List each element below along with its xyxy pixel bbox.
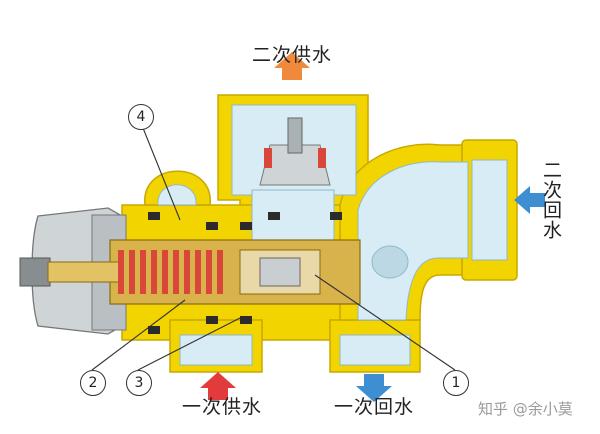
- spring-coil: [206, 250, 212, 294]
- secondary-return-label: 二次回水: [540, 160, 562, 240]
- spring-coil: [162, 250, 168, 294]
- leader-lines: [91, 127, 456, 371]
- o-ring: [148, 212, 160, 220]
- arrow-up-primary-supply: [200, 372, 236, 400]
- spring-coil: [140, 250, 146, 294]
- callout-1: 1: [443, 370, 469, 396]
- spring-coil: [195, 250, 201, 294]
- arrow-left-secondary-return: [514, 186, 545, 214]
- arrow-down-primary-return: [356, 374, 392, 402]
- spring-coil: [129, 250, 135, 294]
- primary-return-label: 一次回水: [334, 396, 415, 418]
- o-ring: [240, 222, 252, 230]
- spring-coil: [173, 250, 179, 294]
- o-ring: [148, 326, 160, 334]
- spring-coil: [151, 250, 157, 294]
- callout-3: 3: [126, 370, 152, 396]
- o-ring: [330, 212, 342, 220]
- o-ring: [206, 316, 218, 324]
- callout-2: 2: [80, 370, 106, 396]
- spring-coil: [217, 250, 223, 294]
- seal-rings: [148, 212, 342, 334]
- spring-coil: [184, 250, 190, 294]
- spring: [118, 250, 223, 294]
- o-ring: [268, 212, 280, 220]
- spring-coil: [118, 250, 124, 294]
- check-valve: [259, 117, 331, 186]
- secondary-supply-label: 二次供水: [252, 44, 333, 66]
- o-ring: [206, 222, 218, 230]
- watermark: 知乎 @余小莫: [478, 400, 573, 418]
- primary-supply-label: 一次供水: [182, 396, 263, 418]
- o-ring: [240, 316, 252, 324]
- callout-4: 4: [128, 104, 154, 130]
- arrow-up-secondary-supply: [274, 52, 310, 80]
